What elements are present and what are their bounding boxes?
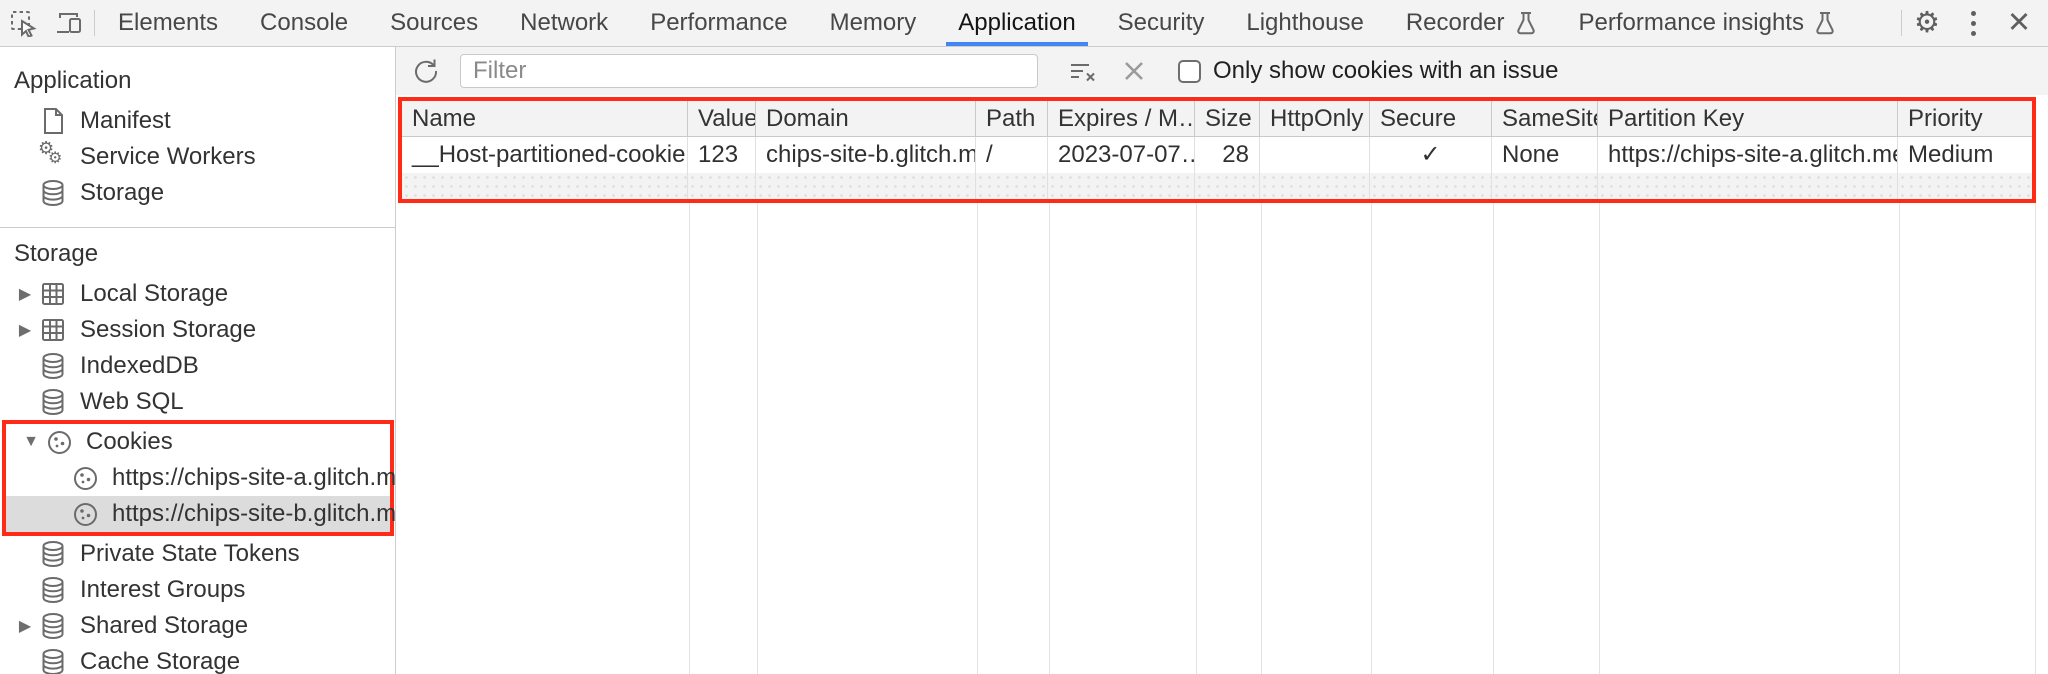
sidebar-item-shared-storage[interactable]: ▶ Shared Storage xyxy=(0,608,395,644)
experimental-flask-icon xyxy=(1814,11,1836,35)
cell-name: __Host-partitioned-cookie xyxy=(402,137,688,173)
tabbar-right-controls: ⚙ ✕ xyxy=(1899,0,2048,46)
section-title-application: Application xyxy=(14,67,132,94)
cell-path: / xyxy=(976,137,1048,173)
application-sidebar: Application Manifest ⚙ ⚙ Service Workers… xyxy=(0,47,396,674)
sidebar-item-interest-groups[interactable]: Interest Groups xyxy=(0,572,395,608)
tab-security[interactable]: Security xyxy=(1117,9,1205,36)
tab-console[interactable]: Console xyxy=(260,9,349,36)
gear-icon[interactable]: ⚙ xyxy=(1914,6,1940,39)
cookie-table-highlight-annotation: Name Value Domain Path Expires / M… Size… xyxy=(398,97,2036,203)
tab-memory[interactable]: Memory xyxy=(829,9,917,36)
database-icon xyxy=(38,178,68,208)
device-toolbar-icon[interactable] xyxy=(46,0,92,46)
refresh-icon[interactable] xyxy=(404,49,448,93)
sidebar-item-local-storage[interactable]: ▶ Local Storage xyxy=(0,276,395,312)
column-header-name[interactable]: Name xyxy=(402,101,688,137)
document-icon xyxy=(38,106,68,136)
column-header-path[interactable]: Path xyxy=(976,101,1048,137)
tab-lighthouse[interactable]: Lighthouse xyxy=(1246,9,1364,36)
filter-input[interactable] xyxy=(460,54,1038,88)
toolbar-separator xyxy=(94,10,95,36)
column-header-expires[interactable]: Expires / M… xyxy=(1048,101,1195,137)
experimental-flask-icon xyxy=(1515,11,1537,35)
column-header-value[interactable]: Value xyxy=(688,101,756,137)
tab-performance-insights[interactable]: Performance insights xyxy=(1558,0,1857,46)
gears-icon: ⚙ ⚙ xyxy=(38,138,63,167)
cookie-icon xyxy=(70,463,100,493)
database-icon xyxy=(38,611,68,641)
expander-icon[interactable]: ▶ xyxy=(18,618,32,635)
sidebar-item-session-storage[interactable]: ▶ Session Storage xyxy=(0,312,395,348)
sidebar-item-cache-storage[interactable]: Cache Storage xyxy=(0,644,395,674)
cookie-table-row[interactable]: __Host-partitioned-cookie 123 chips-site… xyxy=(402,137,2032,173)
database-icon xyxy=(38,647,68,674)
table-icon xyxy=(38,315,68,345)
column-header-httponly[interactable]: HttpOnly xyxy=(1260,101,1370,137)
sidebar-item-indexeddb[interactable]: IndexedDB xyxy=(0,348,395,384)
database-icon xyxy=(38,575,68,605)
clear-x-icon[interactable] xyxy=(1112,49,1156,93)
cell-httponly xyxy=(1260,137,1370,173)
sidebar-item-storage[interactable]: Storage xyxy=(0,175,395,211)
cell-secure-checkmark: ✓ xyxy=(1370,137,1492,173)
cookie-icon xyxy=(44,427,74,457)
database-icon xyxy=(38,351,68,381)
application-panel: Application Manifest ⚙ ⚙ Service Workers… xyxy=(0,47,2048,674)
tab-network[interactable]: Network xyxy=(520,9,609,36)
sidebar-item-manifest[interactable]: Manifest xyxy=(0,103,395,139)
sidebar-item-cookies-chips-site-b[interactable]: https://chips-site-b.glitch.me xyxy=(6,496,395,532)
cell-priority: Medium xyxy=(1898,137,2032,173)
section-title-storage: Storage xyxy=(14,240,99,267)
cookies-view: Only show cookies with an issue Name Val… xyxy=(396,47,2048,674)
cookie-icon xyxy=(70,499,100,529)
sidebar-item-cookies-chips-site-a[interactable]: https://chips-site-a.glitch.me xyxy=(6,460,395,496)
sidebar-item-private-state-tokens[interactable]: Private State Tokens xyxy=(0,536,395,572)
tab-sources[interactable]: Sources xyxy=(390,9,479,36)
cell-domain: chips-site-b.glitch.me xyxy=(756,137,976,173)
cookie-table-empty-grid xyxy=(404,203,2036,674)
cell-size: 28 xyxy=(1195,137,1260,173)
sidebar-item-cookies[interactable]: ▼ Cookies xyxy=(6,424,390,460)
column-header-secure[interactable]: Secure xyxy=(1370,101,1492,137)
sidebar-item-service-workers[interactable]: ⚙ ⚙ Service Workers xyxy=(38,138,256,170)
tab-recorder[interactable]: Recorder xyxy=(1385,0,1558,46)
table-icon xyxy=(38,279,68,309)
sidebar-divider xyxy=(0,227,395,228)
inspect-cursor-icon[interactable] xyxy=(0,0,46,46)
toolbar-separator xyxy=(1901,10,1902,36)
database-icon xyxy=(38,387,68,417)
close-icon[interactable]: ✕ xyxy=(2006,6,2032,39)
expander-icon[interactable]: ▼ xyxy=(23,433,39,450)
cookie-table-header: Name Value Domain Path Expires / M… Size… xyxy=(402,101,2032,137)
kebab-menu-icon[interactable] xyxy=(1950,0,1996,46)
column-header-domain[interactable]: Domain xyxy=(756,101,976,137)
expander-icon[interactable]: ▶ xyxy=(18,322,32,339)
cell-partition-key: https://chips-site-a.glitch.me xyxy=(1598,137,1898,173)
only-issues-label: Only show cookies with an issue xyxy=(1213,57,1559,84)
cookie-table-empty-row xyxy=(402,173,2032,199)
tab-application[interactable]: Application xyxy=(937,0,1096,46)
cell-samesite: None xyxy=(1492,137,1598,173)
column-header-size[interactable]: Size xyxy=(1195,101,1260,137)
sidebar-item-web-sql[interactable]: Web SQL xyxy=(0,384,395,420)
column-header-partition-key[interactable]: Partition Key xyxy=(1598,101,1898,137)
tab-performance[interactable]: Performance xyxy=(650,9,788,36)
only-issues-checkbox[interactable] xyxy=(1178,59,1201,83)
panel-tabs: Elements Console Sources Network Perform… xyxy=(97,0,1857,46)
expander-icon[interactable]: ▶ xyxy=(18,286,32,303)
tab-elements[interactable]: Elements xyxy=(118,9,219,36)
devtools-tabbar: Elements Console Sources Network Perform… xyxy=(0,0,2048,47)
column-header-samesite[interactable]: SameSite xyxy=(1492,101,1598,137)
cookies-highlight-annotation: ▼ Cookies https://chips-site-a.glitch.me… xyxy=(2,420,395,536)
cell-value: 123 xyxy=(688,137,756,173)
database-icon xyxy=(38,539,68,569)
clear-filter-icon[interactable] xyxy=(1060,49,1104,93)
cell-expires: 2023-07-07… xyxy=(1048,137,1195,173)
column-header-priority[interactable]: Priority xyxy=(1898,101,2032,137)
cookies-toolbar: Only show cookies with an issue xyxy=(396,47,2048,95)
